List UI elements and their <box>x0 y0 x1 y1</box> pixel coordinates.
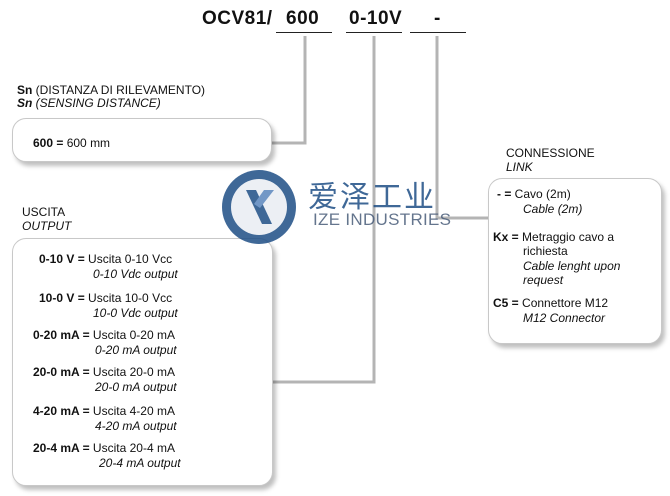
connection-option-kx: Kx = Metraggio cavo a <box>493 230 615 244</box>
watermark-english: IZE INDUSTRIES <box>313 210 452 229</box>
code-field-connection: - <box>434 8 441 29</box>
connection-option-kx-en: Cable lenght upon <box>523 259 621 273</box>
output-caption: USCITA <box>22 205 66 219</box>
connection-option-c5: C5 = Connettore M12 <box>493 296 609 310</box>
output-option-0-20ma-en: 0-20 mA output <box>95 343 177 357</box>
connection-option-c5-en: M12 Connector <box>523 311 606 325</box>
output-option-20-0ma-en: 20-0 mA output <box>95 380 177 394</box>
connection-caption: CONNESSIONE <box>506 146 595 160</box>
sensing-options-box: 600 = 600 mm <box>12 118 272 162</box>
output-options-box: 0-10 V = Uscita 0-10 Vcc 0-10 Vdc output… <box>12 238 273 486</box>
code-underline-output <box>346 32 402 33</box>
connection-subcaption: LINK <box>506 160 533 174</box>
connection-option-cable-en: Cable (2m) <box>523 202 583 216</box>
output-option-4-20ma: 4-20 mA = Uscita 4-20 mA <box>33 404 175 418</box>
connection-option-kx-en-line2: request <box>523 273 564 287</box>
code-underline-sensing <box>276 32 332 33</box>
watermark-chinese: 爱泽工业 <box>308 180 436 215</box>
output-option-4-20ma-en: 4-20 mA output <box>95 419 177 433</box>
connection-option-kx-line2: richiesta <box>523 244 568 258</box>
code-field-output: 0-10V <box>349 8 403 29</box>
code-field-sensing: 600 <box>286 8 320 29</box>
output-option-20-0ma: 20-0 mA = Uscita 20-0 mA <box>33 365 175 379</box>
code-prefix: OCV81/ <box>202 8 273 29</box>
sensing-caption: Sn (DISTANZA DI RILEVAMENTO) <box>17 83 206 97</box>
ize-logo-icon <box>222 170 296 244</box>
output-option-0-10v: 0-10 V = Uscita 0-10 Vcc <box>39 252 173 266</box>
output-option-20-4ma-en: 20-4 mA output <box>99 456 181 470</box>
output-option-10-0v: 10-0 V = Uscita 10-0 Vcc <box>39 291 173 305</box>
output-option-10-0v-en: 10-0 Vdc output <box>93 306 178 320</box>
sensing-option-600: 600 = 600 mm <box>33 136 111 150</box>
connection-options-box: - = Cavo (2m) Cable (2m) Kx = Metraggio … <box>488 178 662 344</box>
output-option-20-4ma: 20-4 mA = Uscita 20-4 mA <box>33 441 175 455</box>
code-underline-connection <box>410 32 466 33</box>
output-option-0-20ma: 0-20 mA = Uscita 0-20 mA <box>33 328 175 342</box>
connection-option-cable: - = Cavo (2m) <box>497 187 571 201</box>
connector-line-sensing <box>272 36 307 145</box>
output-option-0-10v-en: 0-10 Vdc output <box>93 267 178 281</box>
sensing-subcaption: Sn (SENSING DISTANCE) <box>17 96 161 110</box>
output-subcaption: OUTPUT <box>22 219 72 233</box>
connector-line-connection <box>435 36 488 220</box>
connector-line-output <box>272 36 376 384</box>
